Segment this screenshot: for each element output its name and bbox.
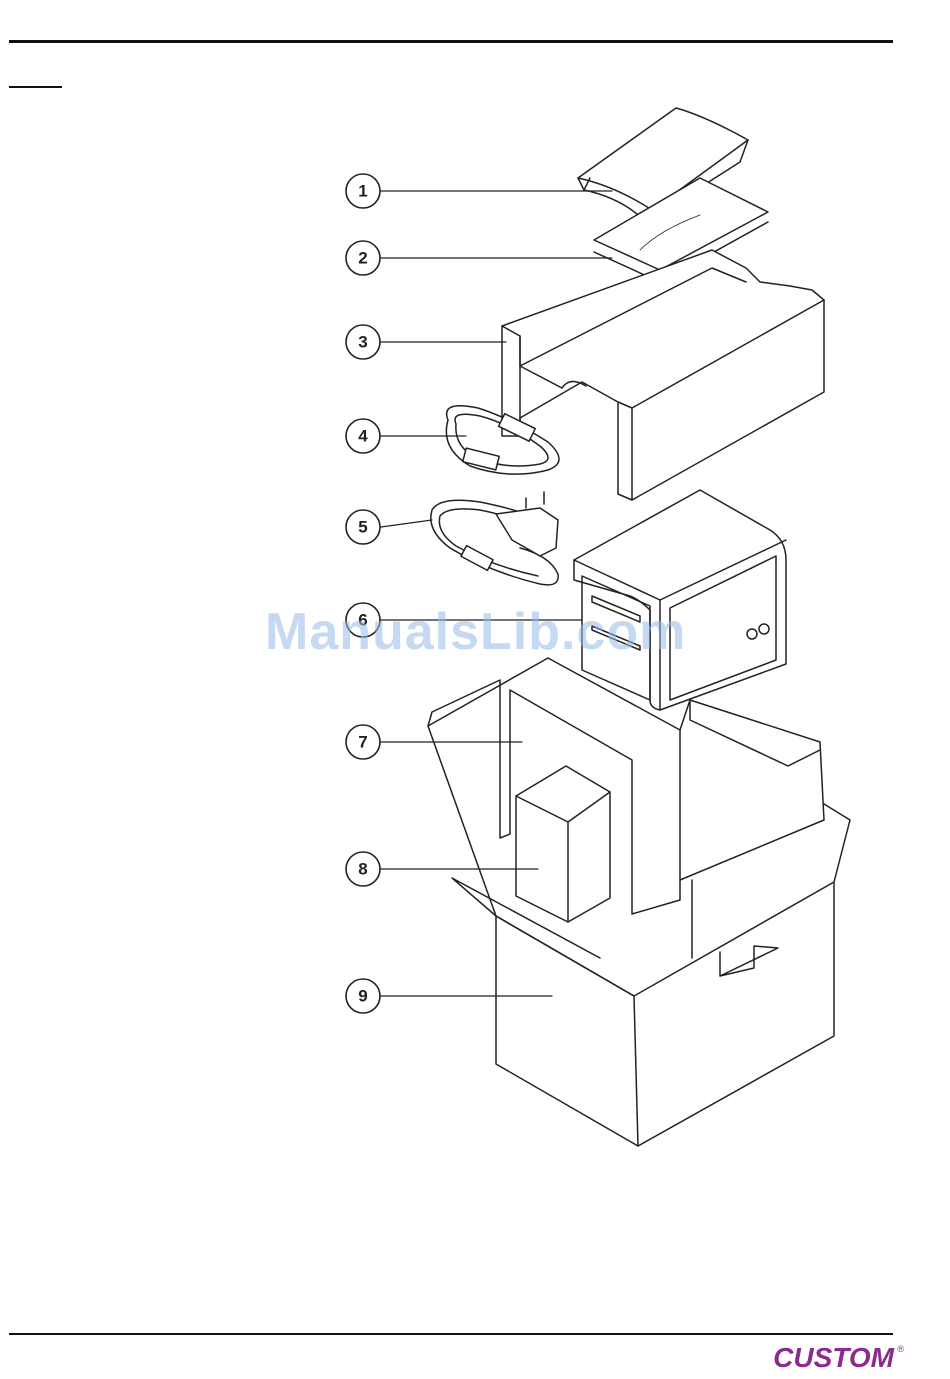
callout-5: 5 xyxy=(358,518,367,537)
part-6-printer xyxy=(574,490,786,710)
callout-8: 8 xyxy=(358,860,367,879)
part-3-inner-tray xyxy=(502,250,824,500)
footer-rule xyxy=(9,1333,893,1335)
registered-mark: ® xyxy=(897,1344,904,1354)
callout-1: 1 xyxy=(358,182,367,201)
callout-3: 3 xyxy=(358,333,367,352)
callout-4: 4 xyxy=(358,427,368,446)
part-5-power-cable xyxy=(431,492,558,585)
callout-7: 7 xyxy=(358,733,367,752)
brand-logo: CUSTOM xyxy=(773,1342,894,1374)
callout-9: 9 xyxy=(358,987,367,1006)
part-8-small-box xyxy=(516,766,610,922)
callout-2: 2 xyxy=(358,249,367,268)
callout-circles xyxy=(346,174,380,1013)
watermark: ManualsLib.com xyxy=(265,602,705,662)
part-7-inserts xyxy=(428,658,824,914)
